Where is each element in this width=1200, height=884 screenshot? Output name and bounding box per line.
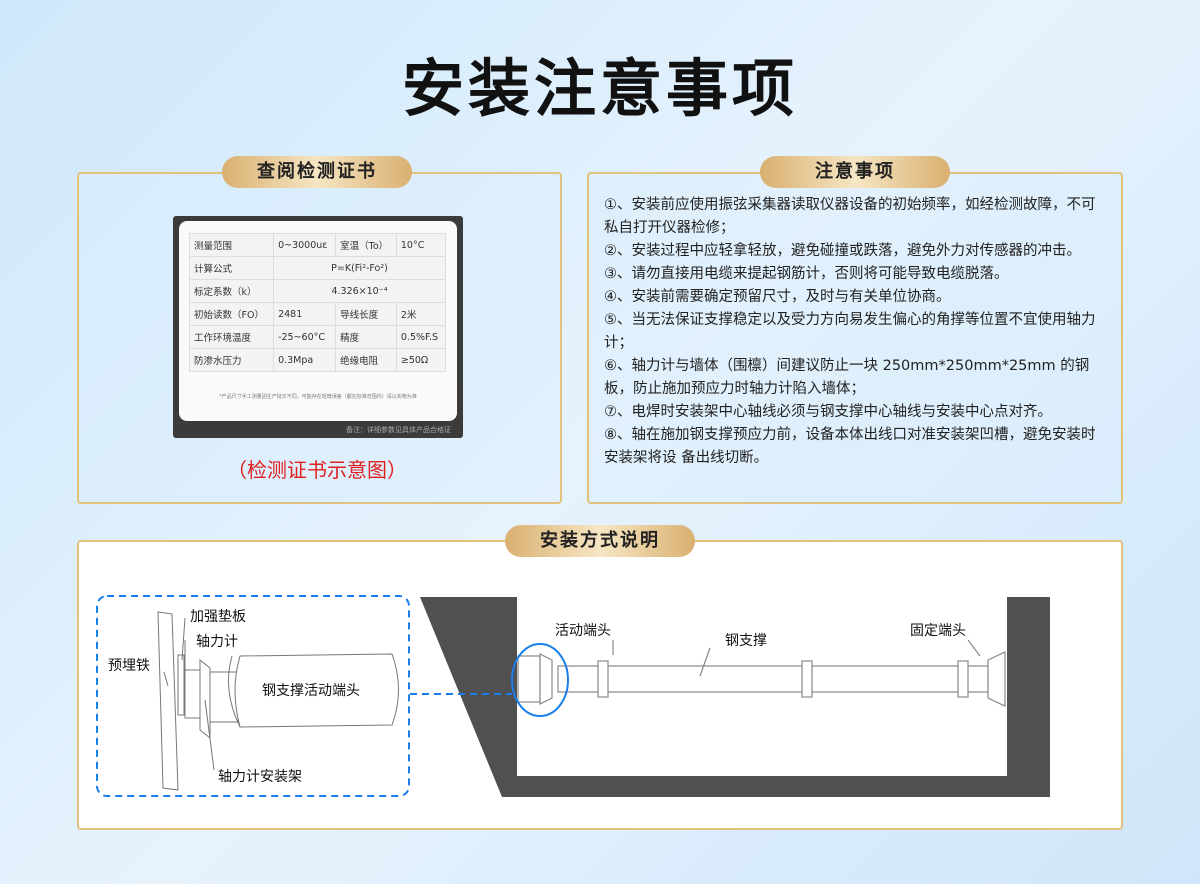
- cell: 4.326×10⁻⁴: [273, 279, 446, 303]
- cell: 绝缘电阻: [335, 348, 397, 372]
- label-fixed-head: 固定端头: [910, 623, 966, 639]
- list-item: ⑦、电焊时安装架中心轴线必须与钢支撑中心轴线与安装中心点对齐。: [604, 404, 1052, 420]
- certificate-caption: （检测证书示意图）: [227, 458, 407, 482]
- cell: 0.5%F.S: [395, 325, 447, 349]
- cell: 精度: [335, 325, 397, 349]
- cell: 导线长度: [335, 302, 397, 326]
- list-item: ①、安装前应使用振弦采集器读取仪器设备的初始频率，如经检测故障，不可私自打开仪器…: [604, 197, 1096, 236]
- label-active-head-detail: 钢支撑活动端头: [262, 683, 360, 699]
- label-meter: 轴力计: [196, 634, 238, 650]
- cell: 标定系数（k）: [188, 279, 275, 303]
- label-steel-brace: 钢支撑: [725, 633, 767, 649]
- certificate-note: *产品尺寸手工测量因生产批次不同，可能存在轻微误差（都在标准范围内）请以实物为准: [219, 394, 417, 400]
- label-active-head: 活动端头: [555, 623, 611, 639]
- cell: ≥50Ω: [395, 348, 447, 372]
- list-item: ⑤、当无法保证支撑稳定以及受力方向易发生偏心的角撑等位置不宜使用轴力计；: [604, 312, 1096, 351]
- notes-badge: 注意事项: [760, 156, 950, 188]
- cell: 工作环境温度: [188, 325, 275, 349]
- cell: 2481: [273, 302, 337, 326]
- cell: 防渗水压力: [188, 348, 275, 372]
- list-item: ③、请勿直接用电缆来提起钢筋计，否则将可能导致电缆脱落。: [604, 266, 1009, 282]
- cell: -25~60°C: [273, 325, 337, 349]
- certificate-footer: 备注：详细参数见具体产品合格证: [346, 426, 451, 434]
- cell: 计算公式: [188, 256, 275, 280]
- label-bracket: 轴力计安装架: [218, 769, 302, 785]
- cell: 室温（To）: [335, 233, 397, 257]
- list-item: ⑧、轴在施加钢支撑预应力前，设备本体出线口对准安装架凹槽，避免安装时安装架将设 …: [604, 427, 1096, 466]
- certificate-badge: 查阅检测证书: [222, 156, 412, 188]
- cell: 10°C: [395, 233, 447, 257]
- notes-list: ①、安装前应使用振弦采集器读取仪器设备的初始频率，如经检测故障，不可私自打开仪器…: [604, 194, 1104, 470]
- list-item: ④、安装前需要确定预留尺寸，及时与有关单位协商。: [604, 289, 951, 305]
- page-title: 安装注意事项: [401, 52, 798, 125]
- cell: P=K(Fi²-Fo²): [273, 256, 446, 280]
- table-row: 标定系数（k）4.326×10⁻⁴: [188, 279, 446, 303]
- label-pad: 加强垫板: [190, 609, 246, 625]
- list-item: ⑥、轴力计与墙体（围檩）间建议防止一块 250mm*250mm*25mm 的钢板…: [604, 358, 1090, 397]
- install-panel: [77, 540, 1123, 830]
- install-badge: 安装方式说明: [505, 525, 695, 557]
- list-item: ②、安装过程中应轻拿轻放，避免碰撞或跌落，避免外力对传感器的冲击。: [604, 243, 1081, 259]
- label-embed: 预埋铁: [108, 658, 150, 674]
- cell: 初始读数（FO）: [188, 302, 275, 326]
- cell: 0~3000uε: [273, 233, 337, 257]
- cell: 测量范围: [188, 233, 275, 257]
- notes-panel: [587, 172, 1123, 504]
- cell: 0.3Mpa: [273, 348, 337, 372]
- cell: 2米: [395, 302, 447, 326]
